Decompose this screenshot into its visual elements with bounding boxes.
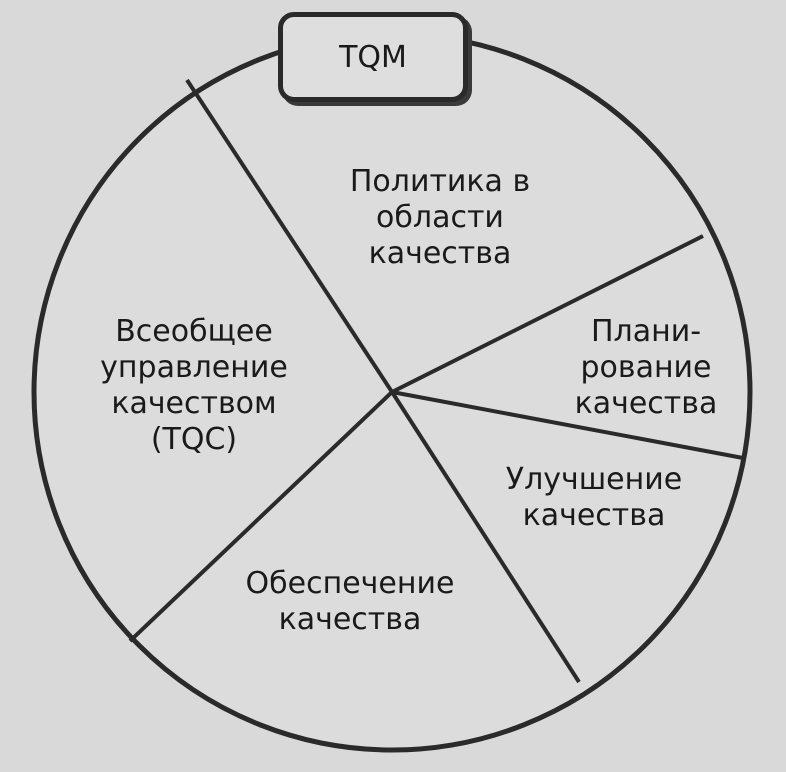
divider-right-top xyxy=(391,234,704,394)
divider-left-top xyxy=(185,78,394,394)
planning-line-1: Плани- xyxy=(590,314,702,349)
sector-label-policy: Политика в области качества xyxy=(330,164,550,272)
tqc-line-1: Всеобщее xyxy=(115,314,273,349)
divider-left-bottom xyxy=(128,390,394,643)
sector-label-assurance: Обеспечение качества xyxy=(240,566,460,638)
assurance-line-2: качества xyxy=(278,602,422,637)
divider-right-middle xyxy=(391,390,744,460)
tqm-title: TQM xyxy=(339,39,407,75)
planning-line-2: рование xyxy=(580,350,712,385)
tqc-line-4: (TQC) xyxy=(150,422,238,457)
sector-label-planning: Плани- рование качества xyxy=(566,314,726,422)
improvement-line-2: качества xyxy=(522,498,666,533)
improvement-line-1: Улучшение xyxy=(505,462,683,497)
policy-line-1: Политика в xyxy=(349,164,531,199)
assurance-line-1: Обеспечение xyxy=(245,566,455,601)
divider-right-bottom xyxy=(390,390,581,684)
planning-line-3: качества xyxy=(574,386,718,421)
sector-label-improvement: Улучшение качества xyxy=(494,462,694,534)
sector-label-tqc: Всеобщее управление качеством (TQC) xyxy=(84,314,304,458)
tqc-line-2: управление xyxy=(100,350,288,385)
tqc-line-3: качеством xyxy=(111,386,277,421)
policy-line-2: области xyxy=(376,200,504,235)
policy-line-3: качества xyxy=(368,236,512,271)
tqm-title-box: TQM xyxy=(278,12,468,102)
